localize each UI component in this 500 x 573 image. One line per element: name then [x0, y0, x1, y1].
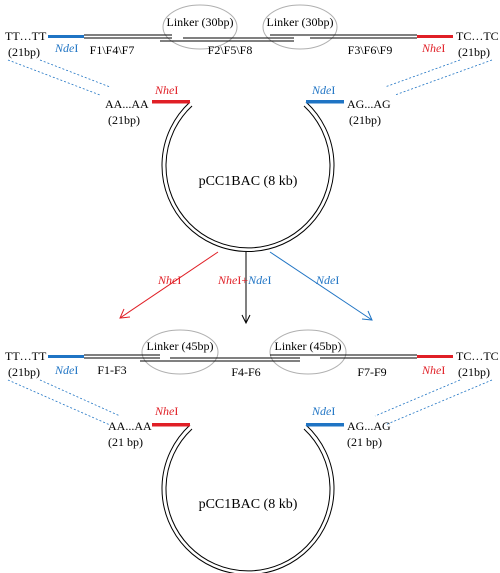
bottom-fragment-1	[84, 354, 160, 359]
top-vector-circle-inner	[165, 105, 331, 249]
bottom-vector-name: pCC1BAC (8 kb)	[199, 497, 298, 512]
digestion-arrows: NheI NheI+NdeI NdeI	[119, 251, 373, 325]
bottom-vector-right-site: NdeI	[311, 404, 335, 418]
bottom-linker-ellipse-1	[141, 329, 219, 375]
bottom-vector-nhe-bar	[152, 423, 190, 427]
top-vector-right-seq: AG...AG	[347, 97, 391, 111]
arrow-right-head	[361, 310, 373, 321]
top-guide-left-2	[39, 59, 111, 88]
arrow-left-label: NheI	[157, 273, 181, 287]
bottom-right-seq: TC…TC	[456, 349, 499, 363]
top-vector-circle-outer	[161, 101, 335, 252]
top-fragment-label-1: F1\F4\F7	[90, 43, 135, 57]
top-right-seq: TC…TC	[456, 29, 499, 43]
bottom-guide-left-1	[7, 379, 111, 426]
arrow-middle-label: NheI+NdeI	[217, 273, 271, 287]
bottom-left-seq: TT…TT	[5, 349, 47, 363]
bottom-vector-left-site: NheI	[154, 404, 178, 418]
bottom-left-nde-bar	[48, 355, 84, 358]
top-linker-ellipse-2	[262, 4, 338, 50]
top-vector-name: pCC1BAC (8 kb)	[199, 174, 298, 189]
bottom-vector-left-len: (21 bp)	[108, 435, 143, 449]
top-left-nde-bar	[48, 35, 84, 38]
top-construct: Linker (30bp) Linker (30bp) TT…TT (21bp)…	[5, 4, 499, 96]
bottom-linker-ellipse-2	[269, 329, 347, 375]
arrow-left-nhe	[119, 251, 219, 319]
bottom-left-site: NdeI	[54, 363, 78, 377]
bottom-vector-circle-inner	[165, 428, 331, 572]
top-linker-label-2: Linker (30bp)	[267, 15, 334, 29]
top-left-len: (21bp)	[8, 45, 40, 59]
top-fragment-label-2: F2\F5\F8	[208, 43, 253, 57]
bottom-fragment-label-3: F7-F9	[357, 365, 386, 379]
top-linker-ellipse-1	[162, 4, 238, 50]
top-vector-right-len: (21bp)	[349, 113, 381, 127]
bottom-vector-right-len: (21 bp)	[347, 435, 382, 449]
bottom-vector-circle-outer	[161, 424, 335, 573]
bottom-right-nhe-bar	[417, 355, 453, 358]
top-right-len: (21bp)	[458, 45, 490, 59]
top-left-seq: TT…TT	[5, 29, 47, 43]
arrow-right-nde	[269, 251, 373, 321]
top-left-site: NdeI	[54, 41, 78, 55]
bottom-vector-left-seq: AA...AA	[108, 419, 152, 433]
bottom-vector-nde-bar	[306, 423, 344, 427]
top-vector-left-seq: AA...AA	[105, 97, 149, 111]
arrow-left-head	[119, 308, 131, 319]
bottom-vector: NheI AA...AA (21 bp) NdeI AG...AG (21 bp…	[108, 404, 391, 573]
top-guide-right-1	[394, 59, 493, 96]
top-fragment-label-3: F3\F6\F9	[348, 43, 393, 57]
bottom-guide-left-2	[39, 379, 121, 417]
bottom-construct: Linker (45bp) Linker (45bp) TT…TT (21bp)…	[5, 329, 499, 426]
top-guide-right-2	[384, 59, 461, 88]
bottom-linker-label-2: Linker (45bp)	[275, 339, 342, 353]
bottom-fragment-label-1: F1-F3	[97, 363, 126, 377]
arrow-right-label: NdeI	[315, 273, 339, 287]
top-vector-nhe-bar	[152, 100, 190, 104]
bottom-vector-right-seq: AG...AG	[347, 419, 391, 433]
bottom-guide-right-1	[384, 379, 493, 426]
bottom-fragment-3	[320, 354, 417, 359]
top-fragment-1	[84, 34, 172, 39]
top-vector-right-site: NdeI	[311, 83, 335, 97]
top-right-site: NheI	[421, 41, 445, 55]
bottom-guide-right-2	[374, 379, 461, 417]
top-guide-left-1	[7, 59, 101, 96]
top-vector-left-site: NheI	[154, 83, 178, 97]
top-linker-label-1: Linker (30bp)	[167, 15, 234, 29]
bottom-linker-label-1: Linker (45bp)	[147, 339, 214, 353]
bottom-left-len: (21bp)	[8, 365, 40, 379]
top-fragment-2	[183, 37, 294, 42]
top-vector: NheI AA...AA (21bp) NdeI AG...AG (21bp) …	[105, 83, 391, 252]
arrow-middle-head	[241, 314, 251, 325]
bottom-fragment-label-2: F4-F6	[231, 365, 260, 379]
top-vector-nde-bar	[306, 100, 344, 104]
bottom-right-site: NheI	[421, 363, 445, 377]
top-vector-left-len: (21bp)	[108, 113, 140, 127]
top-fragment-3	[310, 34, 417, 39]
bottom-right-len: (21bp)	[458, 365, 490, 379]
bottom-fragment-2	[170, 357, 300, 362]
top-right-nhe-bar	[417, 35, 453, 38]
